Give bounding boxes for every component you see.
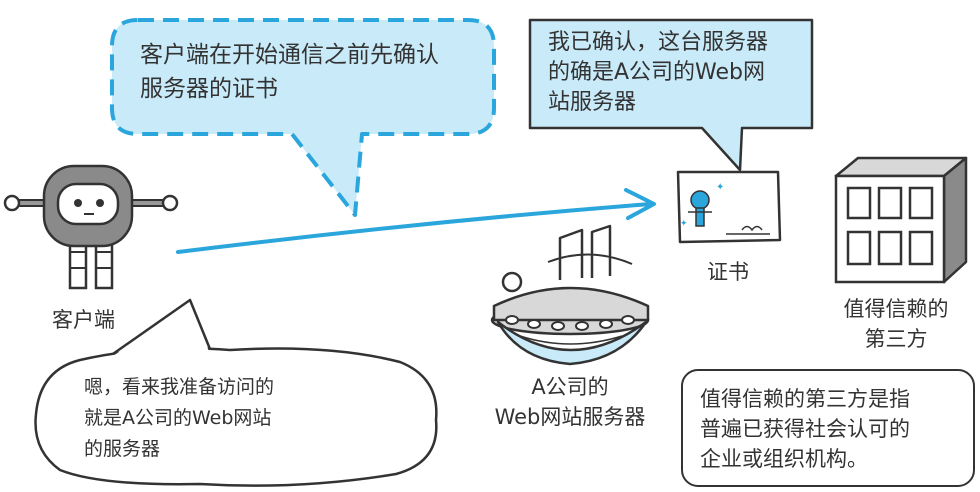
certificate-speech-bubble [528,18,814,172]
thought-bubble-text: 嗯，看来我准备访问的 就是A公司的Web网站 的服务器 [84,376,275,460]
svg-text:✦: ✦ [716,182,724,193]
certificate-bubble-text: 我已确认，这台服务器 的确是A公司的Web网 站服务器 [548,30,769,115]
verification-arrow [176,188,656,254]
certificate-icon: ✦ ✦ [676,170,782,244]
third-party-label: 值得信赖的 第三方 [843,297,949,351]
client-speech-bubble [110,18,496,217]
client-label: 客户端 [52,308,115,332]
certificate-label: 证书 [707,260,749,284]
note-box-text: 值得信赖的第三方是指 普遍已获得社会认可的 企业或组织机构。 [700,387,910,471]
svg-text:✦: ✦ [680,219,688,229]
client-robot [3,164,179,290]
third-party-building-icon [834,156,968,284]
server-label: A公司的 Web网站服务器 [494,375,646,429]
client-bubble-text: 客户端在开始通信之前先确认 服务器的证书 [140,42,439,102]
web-server-icon [490,224,650,366]
note-box [681,369,975,487]
client-thought-bubble [34,298,438,487]
